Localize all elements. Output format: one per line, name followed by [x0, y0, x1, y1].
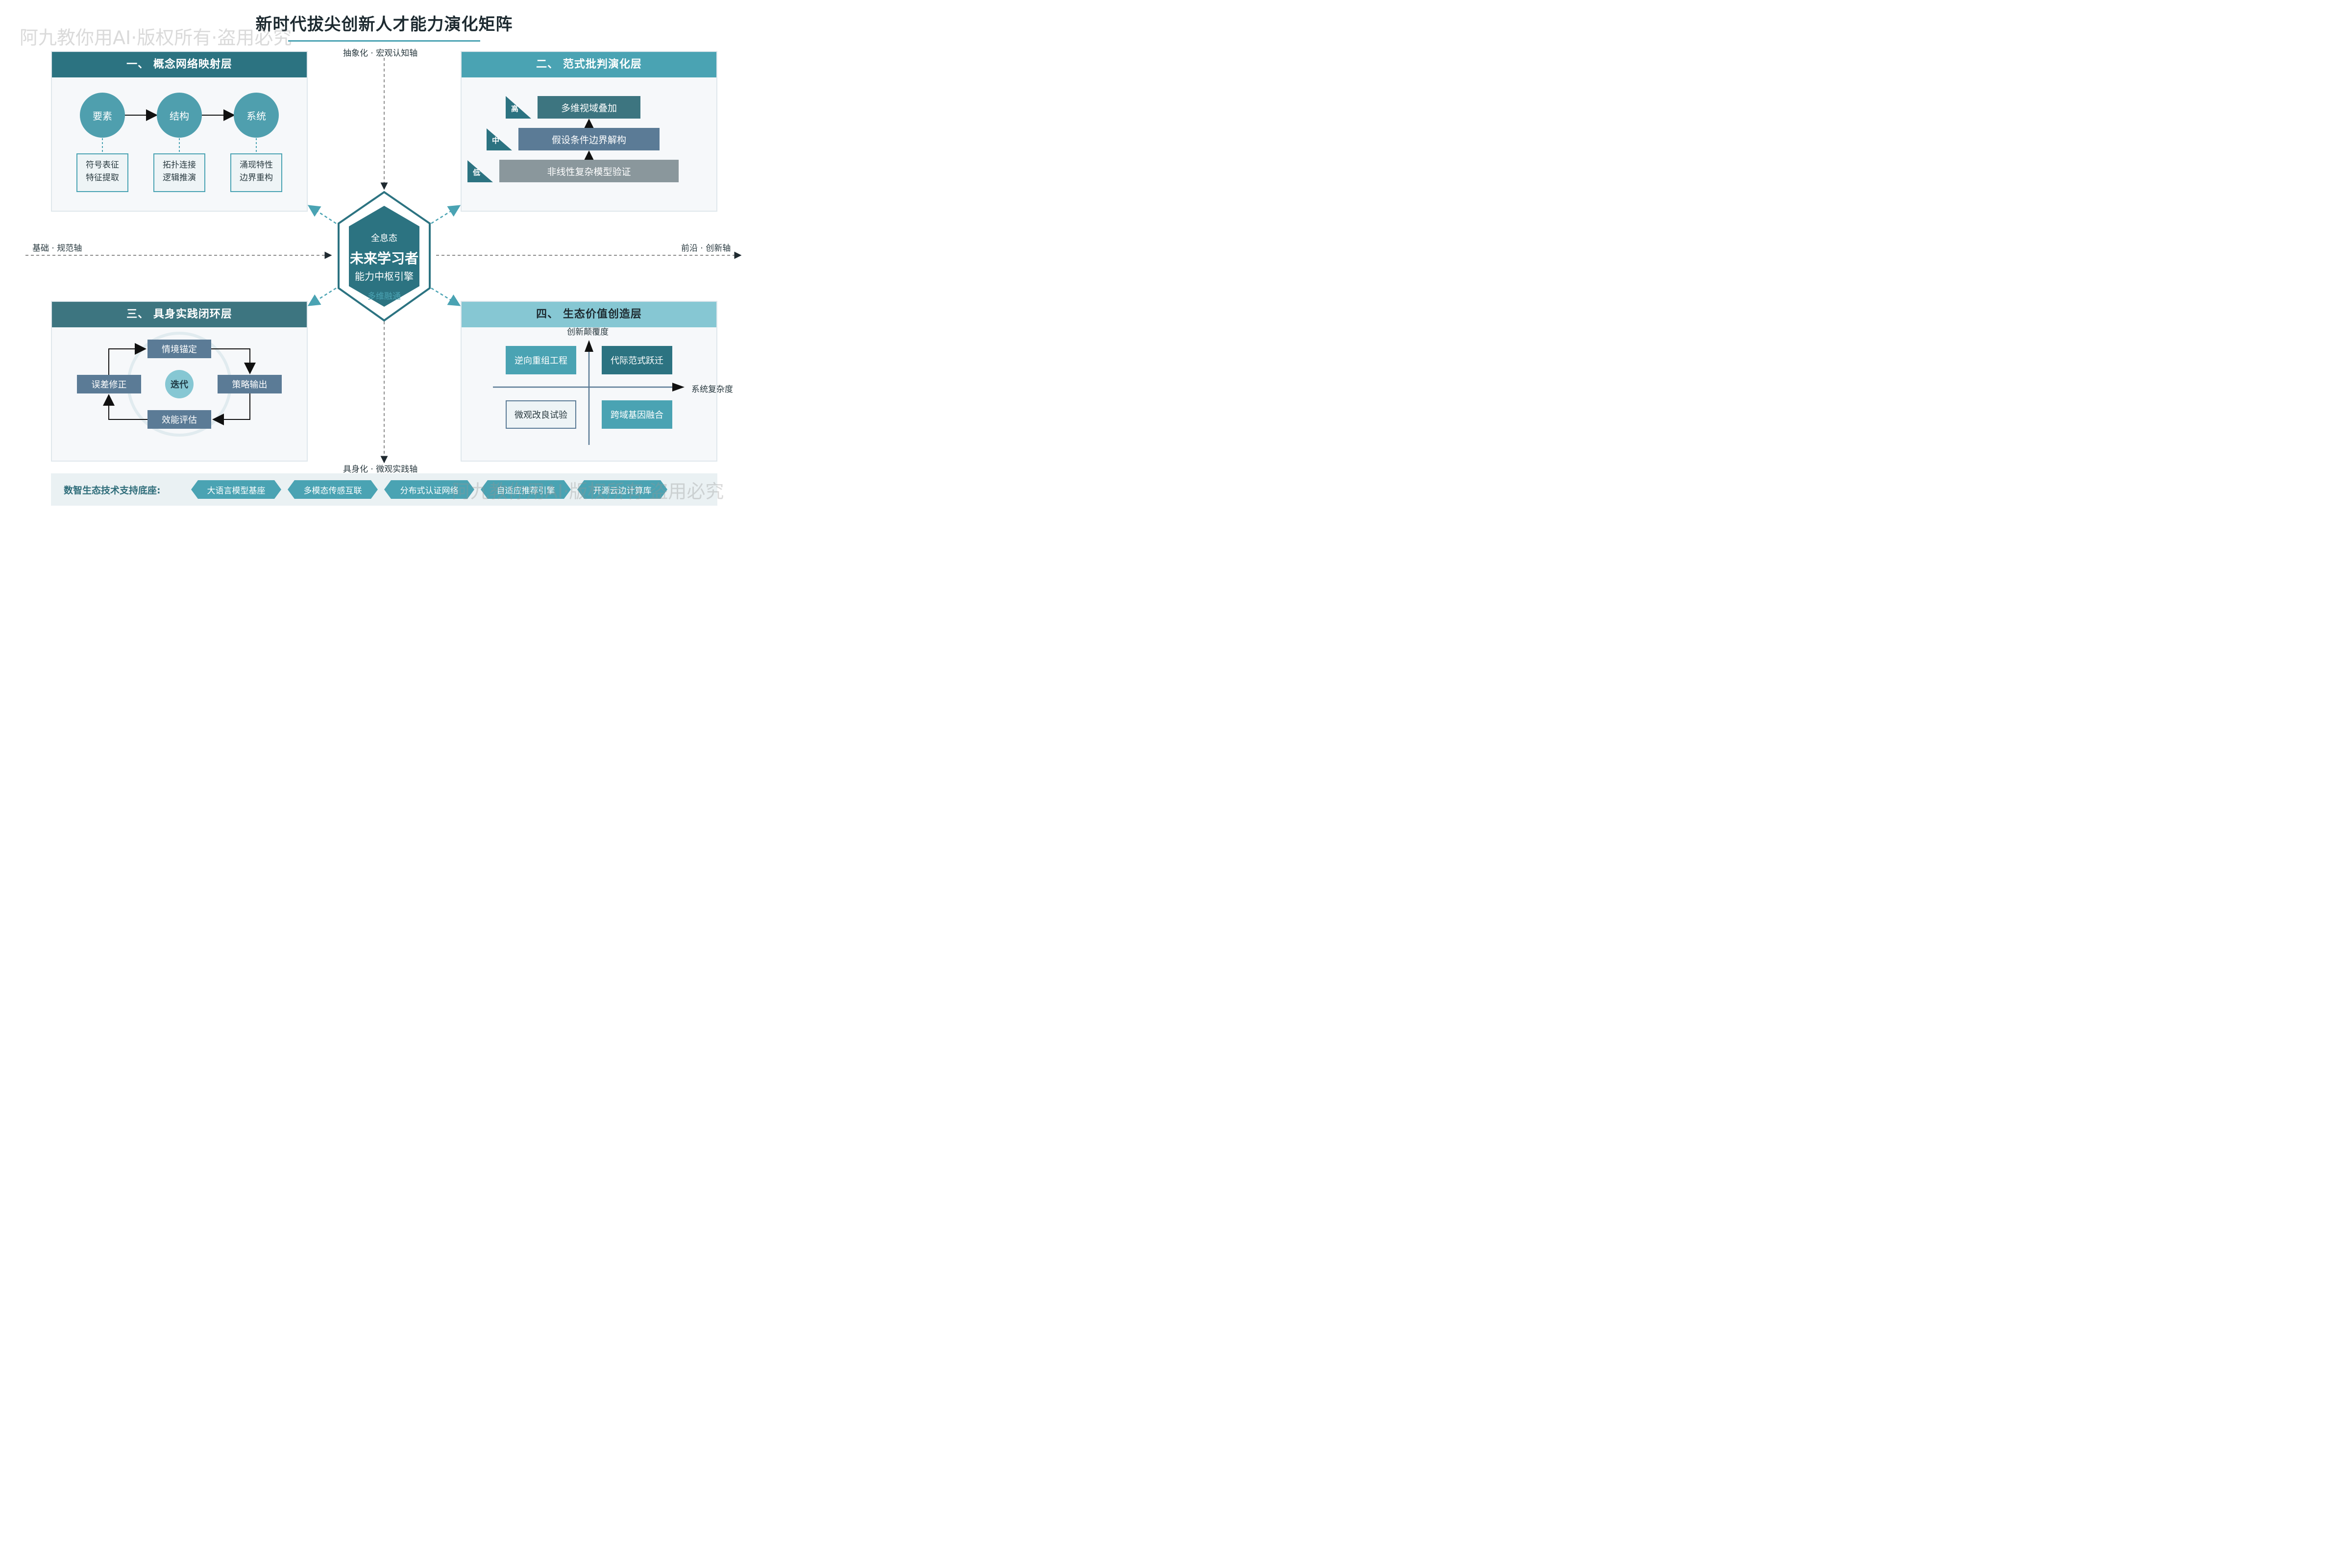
quadrant-top-right: 代际范式跃迁	[602, 346, 672, 374]
desc-box-structure: 拓扑连接 逻辑推演	[153, 153, 205, 192]
panel-title: 二、 范式批判演化层	[462, 52, 716, 77]
panel1-connectors	[102, 109, 257, 153]
panel4-axes	[493, 340, 685, 445]
bar-multi-perspective: 多维视域叠加	[538, 96, 640, 119]
tech-chip-adaptive: 自适应推荐引擎	[481, 480, 571, 499]
level-triangle-low	[467, 160, 493, 182]
bar-assumption-deconstruct: 假设条件边界解构	[518, 128, 660, 150]
title-underline	[288, 40, 480, 42]
tech-chip-llm: 大语言模型基座	[191, 480, 281, 499]
quadrant-y-axis-label: 创新颠覆度	[567, 327, 609, 337]
desc-box-element: 符号表征 特征提取	[76, 153, 128, 192]
step-error-correct: 误差修正	[77, 375, 141, 393]
desc-line: 边界重构	[240, 173, 273, 183]
center-future-learner: 未来学习者	[349, 250, 418, 267]
desc-line: 拓扑连接	[163, 160, 196, 170]
axis-label-right: 前沿 · 创新轴	[681, 244, 731, 253]
desc-line: 符号表征	[86, 160, 119, 170]
panel2-shapes	[467, 96, 595, 182]
quadrant-bottom-right: 跨域基因融合	[602, 400, 672, 429]
node-structure: 结构	[157, 93, 202, 138]
panel-title: 三、 具身实践闭环层	[52, 302, 307, 327]
quadrant-bottom-left: 微观改良试验	[506, 400, 576, 429]
level-label-mid: 中	[492, 136, 500, 145]
node-system: 系统	[234, 93, 279, 138]
tech-chip-multimodal: 多模态传感互联	[288, 480, 378, 499]
level-triangle-mid	[487, 128, 512, 150]
step-efficacy-eval: 效能评估	[147, 410, 211, 429]
page-title: 新时代拔尖创新人才能力演化矩阵	[255, 15, 513, 34]
desc-box-system: 涌现特性 边界重构	[230, 153, 282, 192]
panel-paradigm-critique: 二、 范式批判演化层	[461, 51, 717, 212]
tech-chip-distributed: 分布式认证网络	[384, 480, 474, 499]
quadrant-x-axis-label: 系统复杂度	[691, 385, 733, 394]
center-hexagon	[338, 191, 431, 322]
axis-label-left: 基础 · 规范轴	[32, 244, 82, 253]
node-element: 要素	[80, 93, 125, 138]
step-context-anchor: 情境锚定	[147, 340, 211, 358]
center-engine: 能力中枢引擎	[355, 270, 414, 282]
bar-nonlinear-validation: 非线性复杂模型验证	[499, 160, 679, 182]
watermark-bottom: 阿九教你用AI·版权所有·盗用必究	[452, 481, 724, 502]
level-triangle-high	[506, 96, 531, 119]
loop-center-iterate: 迭代	[165, 370, 194, 398]
tech-chip-cloud-edge: 开源云边计算库	[577, 480, 667, 499]
center-multidim: 多维融通	[368, 292, 401, 301]
step-strategy-output: 策略输出	[218, 375, 282, 393]
desc-line: 涌现特性	[240, 160, 273, 170]
footer-title: 数智生态技术支持底座:	[64, 485, 161, 496]
desc-line: 特征提取	[86, 173, 119, 183]
level-label-high: 高	[511, 104, 519, 113]
quadrant-top-left: 逆向重组工程	[506, 346, 576, 374]
panel-title: 一、 概念网络映射层	[52, 52, 307, 77]
desc-line: 逻辑推演	[163, 173, 196, 183]
axis-label-top: 抽象化 · 宏观认知轴	[343, 49, 418, 58]
axis-lines	[25, 58, 742, 464]
level-label-low: 低	[473, 168, 481, 177]
center-hologram-label: 全息态	[371, 233, 397, 244]
panel-title: 四、 生态价值创造层	[462, 302, 716, 327]
watermark-top: 阿九教你用AI·版权所有·盗用必究	[20, 27, 292, 49]
axis-label-bottom: 具身化 · 微观实践轴	[343, 465, 418, 474]
